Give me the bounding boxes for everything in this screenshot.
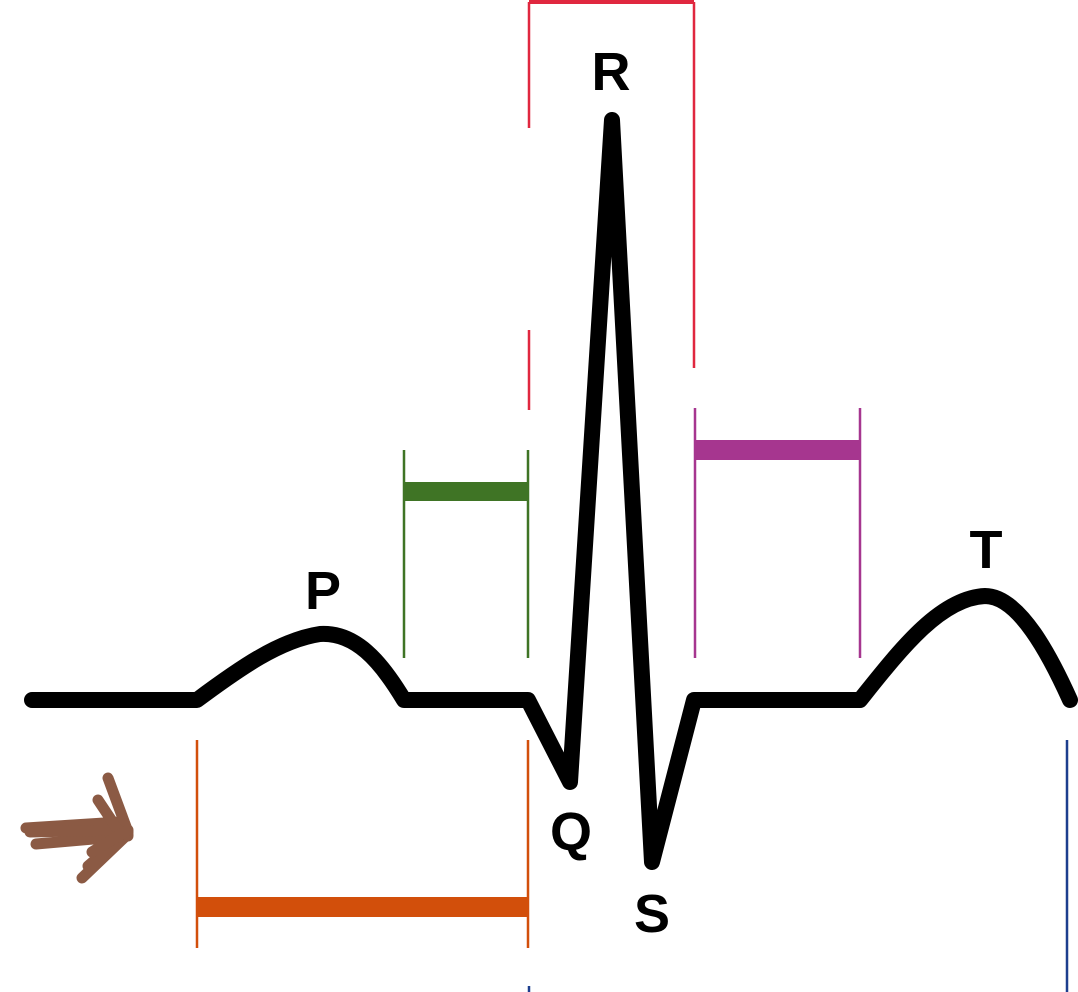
r-wave-label: R xyxy=(592,42,631,102)
hand-drawn-arrow-icon xyxy=(20,772,134,884)
t-wave-label: T xyxy=(970,520,1003,580)
qrs-complex-bracket xyxy=(527,0,696,410)
p-wave-label: P xyxy=(305,561,341,621)
pr-interval-bar xyxy=(197,897,528,917)
q-wave-label: Q xyxy=(550,802,592,862)
pr-interval-bracket xyxy=(195,740,530,948)
st-segment-bar xyxy=(695,440,860,460)
s-wave-label: S xyxy=(634,884,670,944)
pr-segment-bar xyxy=(404,482,528,501)
ecg-trace xyxy=(24,112,1078,870)
pr-segment-bracket xyxy=(402,450,530,658)
st-segment-bracket xyxy=(693,408,862,658)
